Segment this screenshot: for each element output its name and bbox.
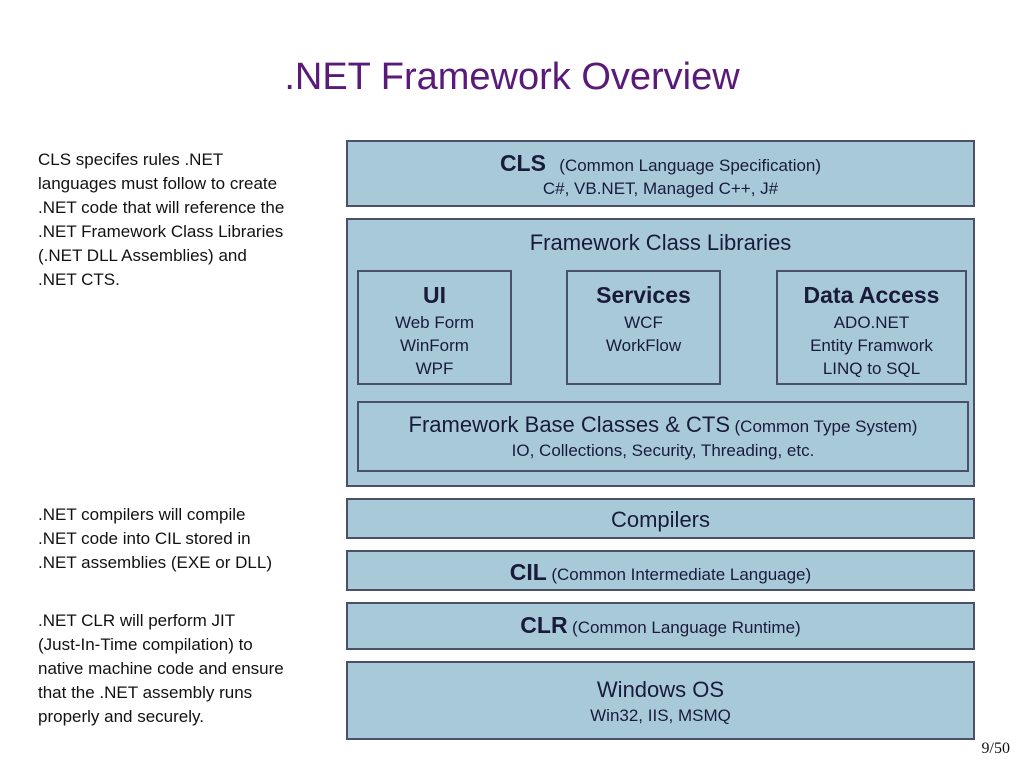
page-title: .NET Framework Overview: [284, 56, 740, 98]
data-access-item-ado: ADO.NET: [833, 313, 910, 332]
base-classes-box: Framework Base Classes & CTS (Common Typ…: [357, 401, 969, 472]
page-number: 9/50: [981, 740, 1010, 757]
ui-name: UI: [423, 282, 446, 308]
cil-desc: (Common Intermediate Language): [551, 565, 812, 584]
fcl-layer: Framework Class Libraries UI Web Form Wi…: [346, 218, 975, 487]
clr-desc: (Common Language Runtime): [572, 618, 801, 637]
data-access-name: Data Access: [803, 282, 940, 308]
windows-os-layer: Windows OS Win32, IIS, MSMQ: [346, 661, 975, 740]
base-classes-sub: IO, Collections, Security, Threading, et…: [511, 441, 815, 460]
services-item-wcf: WCF: [624, 313, 663, 332]
fcl-title: Framework Class Libraries: [529, 230, 792, 255]
data-access-item-entity: Entity Framwork: [810, 336, 933, 355]
base-classes-name: Framework Base Classes & CTS: [408, 412, 731, 437]
services-name: Services: [596, 282, 691, 308]
compilers-note: .NET compilers will compile .NET code in…: [38, 505, 272, 572]
ui-item-web-form: Web Form: [394, 313, 475, 332]
data-access-box: Data Access ADO.NET Entity Framwork LINQ…: [776, 270, 967, 385]
ui-item-winform: WinForm: [400, 336, 469, 355]
cil-name: CIL: [509, 559, 547, 585]
clr-note: .NET CLR will perform JIT (Just-In-Time …: [38, 611, 284, 726]
compilers-layer: Compilers: [346, 498, 975, 539]
clr-layer: CLR (Common Language Runtime): [346, 602, 975, 650]
windows-os-name: Windows OS: [596, 677, 725, 702]
cls-desc: (Common Language Specification): [559, 156, 822, 175]
services-box: Services WCF WorkFlow: [566, 270, 721, 385]
cls-languages: C#, VB.NET, Managed C++, J#: [542, 179, 779, 198]
data-access-item-linq: LINQ to SQL: [822, 359, 921, 378]
cls-name: CLS: [499, 150, 546, 176]
windows-os-sub: Win32, IIS, MSMQ: [590, 706, 731, 725]
compilers-name: Compilers: [610, 507, 711, 532]
cls-layer: CLS (Common Language Specification) C#, …: [346, 140, 975, 207]
services-item-workflow: WorkFlow: [605, 336, 682, 355]
cil-layer: CIL (Common Intermediate Language): [346, 550, 975, 591]
ui-box: UI Web Form WinForm WPF: [357, 270, 512, 385]
cls-note: CLS specifes rules .NET languages must f…: [38, 150, 285, 289]
ui-item-wpf: WPF: [415, 359, 454, 378]
clr-name: CLR: [520, 612, 568, 638]
base-classes-desc: (Common Type System): [734, 417, 918, 436]
